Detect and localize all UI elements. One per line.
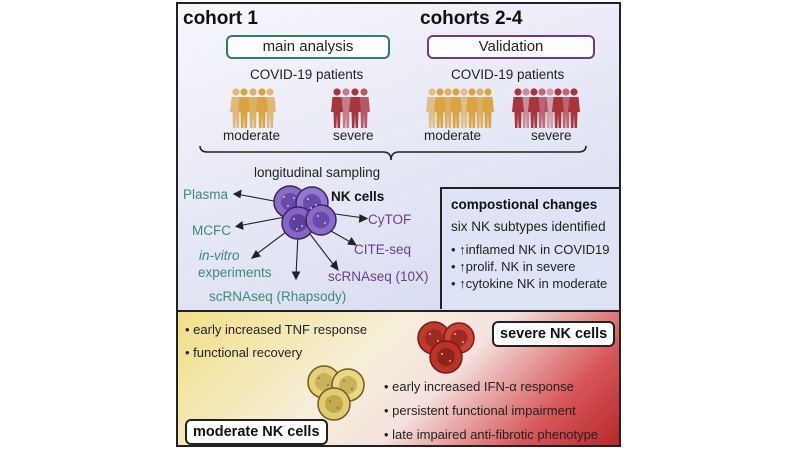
changes-item: • ↑prolif. NK in severe: [451, 259, 576, 274]
people-illustration: [199, 88, 587, 281]
compositional-changes-box: compostional changes six NK subtypes ide…: [440, 187, 619, 309]
changes-item: • ↑cytokine NK in moderate: [451, 276, 608, 291]
severe-cell-cluster: [417, 321, 475, 374]
cohort1-title: cohort 1: [183, 8, 258, 29]
method-invitro: in-vitro: [199, 248, 240, 263]
cohorts24-title: cohorts 2-4: [420, 8, 523, 29]
moderate-bullet: • early increased TNF response: [185, 322, 368, 337]
cohorts24-severe-label: severe: [531, 128, 572, 143]
bottom-cells-illustration: [307, 321, 475, 421]
cohorts24-patients-label: COVID-19 patients: [451, 67, 565, 82]
nk-cells-label: NK cells: [331, 189, 385, 204]
sampling-bracket: [199, 145, 587, 161]
cohort1-moderate-label: moderate: [223, 128, 281, 143]
figure-frame: cohort 1 cohorts 2-4 main analysis Valid…: [176, 2, 621, 447]
cohorts24-severe-people: [512, 88, 580, 128]
moderate-cell-cluster: [307, 365, 365, 421]
main-analysis-box: main analysis: [226, 35, 390, 59]
cohort1-moderate-people: [230, 88, 276, 128]
method-rhapsody: scRNAseq (Rhapsody): [209, 289, 347, 304]
severe-bullet: • early increased IFN-α response: [384, 379, 574, 394]
moderate-bullet: • functional recovery: [185, 345, 303, 360]
cohorts24-moderate-label: moderate: [424, 128, 482, 143]
nk-cell-cluster: [273, 185, 337, 240]
changes-item: • ↑inflamed NK in COVID19: [451, 242, 610, 257]
cohort1-patients-label: COVID-19 patients: [250, 67, 364, 82]
severe-bullet: • persistent functional impairment: [384, 403, 576, 418]
method-mcfc: MCFC: [192, 223, 231, 238]
moderate-nk-cells-label: moderate NK cells: [185, 419, 328, 445]
changes-title: compostional changes: [451, 197, 598, 212]
cohort1-severe-people: [331, 88, 370, 128]
validation-box: Validation: [427, 35, 595, 59]
cohort1-severe-label: severe: [333, 128, 374, 143]
severe-bullet: • late impaired anti-fibrotic phenotype: [384, 427, 599, 442]
severe-nk-cells-label: severe NK cells: [492, 321, 616, 347]
method-cytof: CyTOF: [368, 212, 412, 227]
cohorts24-moderate-people: [426, 88, 494, 128]
changes-subtitle: six NK subtypes identified: [451, 219, 606, 234]
method-plasma: Plasma: [183, 187, 229, 202]
longitudinal-sampling-label: longitudinal sampling: [254, 165, 381, 180]
method-10x: scRNAseq (10X): [328, 269, 429, 284]
method-citeseq: CITE-seq: [354, 242, 412, 257]
nk-phenotype-panel: • early increased TNF response • functio…: [178, 310, 619, 445]
method-experiments: experiments: [198, 265, 272, 280]
